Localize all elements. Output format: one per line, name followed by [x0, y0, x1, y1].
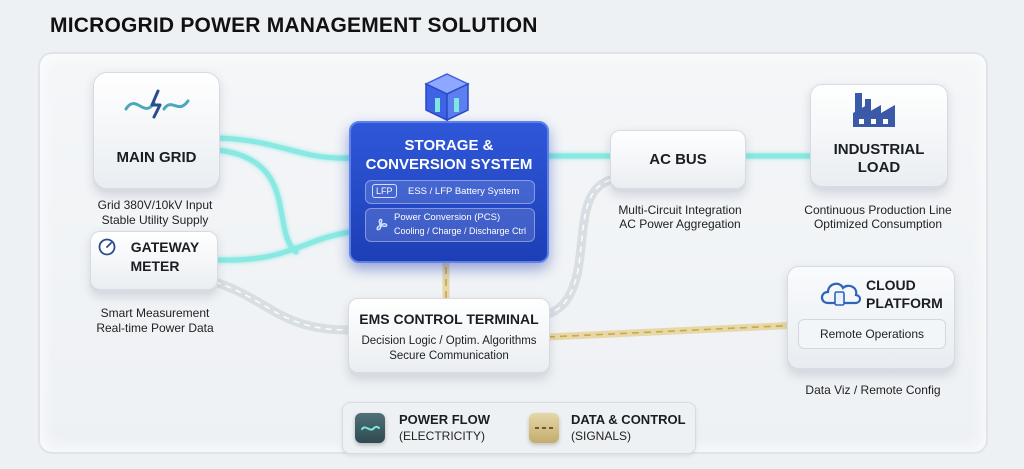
industrial-label-line2: LOAD — [857, 159, 901, 176]
dashes-icon — [535, 427, 553, 429]
cloud-caption: Data Viz / Remote Config — [805, 383, 941, 397]
power-flow-gateway-to-storage — [215, 229, 353, 263]
gateway-label-line1: GATEWAY — [130, 239, 200, 255]
cloud-label-line2: PLATFORM — [866, 295, 943, 311]
ess-battery-text: ESS / LFP Battery System — [408, 186, 520, 197]
data-control-legend-line2: (SIGNALS) — [571, 429, 632, 443]
industrial-label-line1: INDUSTRIAL — [833, 141, 925, 158]
remote-operations-button[interactable]: Remote Operations — [798, 319, 946, 349]
pcs-text-line1: Power Conversion (PCS) — [394, 212, 501, 223]
cloud-icon — [820, 282, 862, 306]
cube-icon — [424, 73, 470, 122]
gateway-caption-line2: Real-time Power Data — [96, 321, 214, 335]
ac-bus-card: AC BUS — [610, 130, 746, 192]
main-grid-caption-line1: Grid 380V/10kV Input — [97, 198, 213, 212]
cloud-platform-card: CLOUD PLATFORM Remote Operations — [787, 266, 955, 372]
ac-bus-caption-line1: Multi-Circuit Integration — [618, 203, 742, 217]
lfp-battery-icon: LFP — [372, 184, 397, 198]
storage-title-line1: STORAGE & — [404, 137, 494, 154]
ems-control-card: EMS CONTROL TERMINAL Decision Logic / Op… — [348, 298, 550, 376]
power-flow-grid-to-gateway — [215, 147, 299, 255]
gauge-icon — [98, 238, 116, 256]
power-flow-legend-swatch — [355, 413, 385, 443]
storage-conversion-card: STORAGE & CONVERSION SYSTEM LFP ESS / LF… — [349, 121, 549, 263]
ems-label: EMS CONTROL TERMINAL — [359, 311, 539, 327]
page-title: MICROGRID POWER MANAGEMENT SOLUTION — [50, 14, 538, 37]
ems-line1: Decision Logic / Optim. Algorithms — [361, 335, 537, 347]
pcs-row: Power Conversion (PCS) Cooling / Charge … — [365, 208, 535, 242]
conduit-acbus-to-ems — [543, 175, 615, 319]
wave-icon — [361, 425, 380, 431]
gateway-label-line2: METER — [130, 258, 180, 274]
gateway-caption-line1: Smart Measurement — [100, 306, 210, 320]
data-control-legend-swatch — [529, 413, 559, 443]
factory-icon — [853, 93, 895, 127]
ess-battery-row: LFP ESS / LFP Battery System — [365, 180, 535, 204]
industrial-caption-line1: Continuous Production Line — [804, 203, 952, 217]
cloud-label-line1: CLOUD — [866, 277, 916, 293]
power-flow-legend-line2: (ELECTRICITY) — [399, 429, 486, 443]
industrial-load-card: INDUSTRIAL LOAD — [810, 84, 948, 190]
gateway-meter-card: GATEWAY METER — [90, 231, 218, 293]
pcs-text-line2: Cooling / Charge / Discharge Ctrl — [394, 226, 527, 236]
ac-bus-label: AC BUS — [649, 151, 707, 168]
grid-lightning-icon — [124, 89, 190, 119]
main-grid-label: MAIN GRID — [116, 149, 197, 166]
fan-icon — [376, 218, 388, 231]
power-flow-grid-to-storage — [215, 135, 353, 161]
main-grid-caption-line2: Stable Utility Supply — [101, 213, 209, 227]
ac-bus-caption-line2: AC Power Aggregation — [619, 217, 741, 231]
main-grid-card: MAIN GRID — [93, 72, 220, 192]
remote-operations-label: Remote Operations — [819, 327, 925, 341]
ems-line2: Secure Communication — [389, 350, 509, 362]
storage-title-line2: CONVERSION SYSTEM — [365, 156, 533, 173]
legend: POWER FLOW (ELECTRICITY) DATA & CONTROL … — [342, 402, 696, 454]
industrial-caption-line2: Optimized Consumption — [813, 217, 943, 231]
conduit-gateway-to-ems — [210, 277, 353, 335]
data-control-legend-line1: DATA & CONTROL — [571, 412, 686, 427]
power-flow-legend-line1: POWER FLOW — [399, 412, 490, 427]
